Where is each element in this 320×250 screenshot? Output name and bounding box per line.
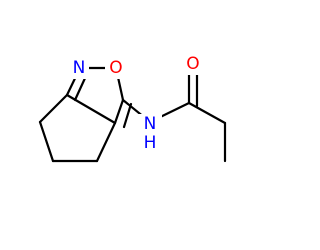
bond-c6-c6a	[38, 93, 69, 124]
ring-nitrogen-label: N	[73, 58, 86, 78]
amide-hydrogen-label: H	[144, 133, 157, 153]
bonds	[38, 66, 227, 163]
molecule-structure: N O O N H	[38, 53, 227, 163]
nh-bg	[138, 114, 162, 154]
o-ring-bg	[105, 57, 127, 79]
amide-nitrogen-label: N	[144, 114, 157, 134]
bond-c5-c6	[38, 120, 55, 163]
bond-c3-c3a-a	[113, 98, 125, 125]
n-ring-bg	[69, 57, 89, 79]
o-carbonyl-bg	[182, 53, 204, 75]
bond-c3-c3a-b	[122, 102, 133, 129]
carbonyl-oxygen-label: O	[186, 54, 199, 74]
atom-labels: N O O N H	[69, 53, 204, 154]
ring-oxygen-label: O	[109, 58, 122, 78]
bond-cco-ch2	[187, 101, 227, 125]
bond-c3a-c4	[95, 121, 117, 163]
bond-c6a-n-double-b	[73, 74, 88, 102]
